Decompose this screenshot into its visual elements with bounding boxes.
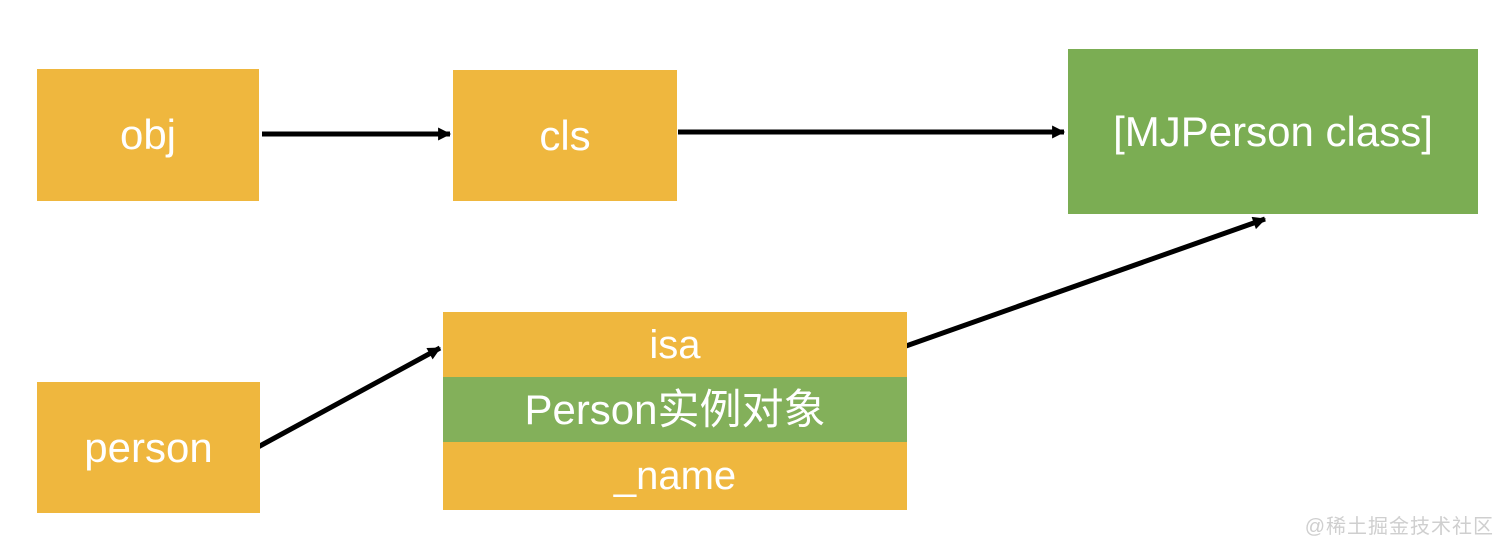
- instance-row-name: _name: [443, 442, 907, 510]
- node-obj: obj: [37, 69, 259, 201]
- instance-row-title: Person实例对象: [443, 377, 907, 442]
- node-cls-label: cls: [539, 111, 591, 159]
- node-cls: cls: [453, 70, 677, 201]
- node-obj-label: obj: [119, 111, 177, 158]
- node-mjperson-class-label: [MJPerson class]: [1113, 107, 1433, 155]
- instance-row-name-label: _name: [613, 454, 737, 498]
- arrow-person-to-instance: [256, 345, 442, 450]
- arrow-isa-to-mjperson-class: [905, 216, 1267, 349]
- watermark: @稀土掘金技术社区: [1304, 516, 1494, 538]
- instance-row-isa-label: isa: [649, 322, 701, 367]
- instance-row-title-label: Person实例对象: [524, 385, 826, 433]
- node-person: person: [37, 382, 260, 513]
- node-mjperson-class: [MJPerson class]: [1068, 49, 1478, 214]
- node-person-label: person: [84, 423, 213, 471]
- node-person-instance: isa Person实例对象 _name: [443, 312, 907, 510]
- instance-row-isa: isa: [443, 312, 907, 377]
